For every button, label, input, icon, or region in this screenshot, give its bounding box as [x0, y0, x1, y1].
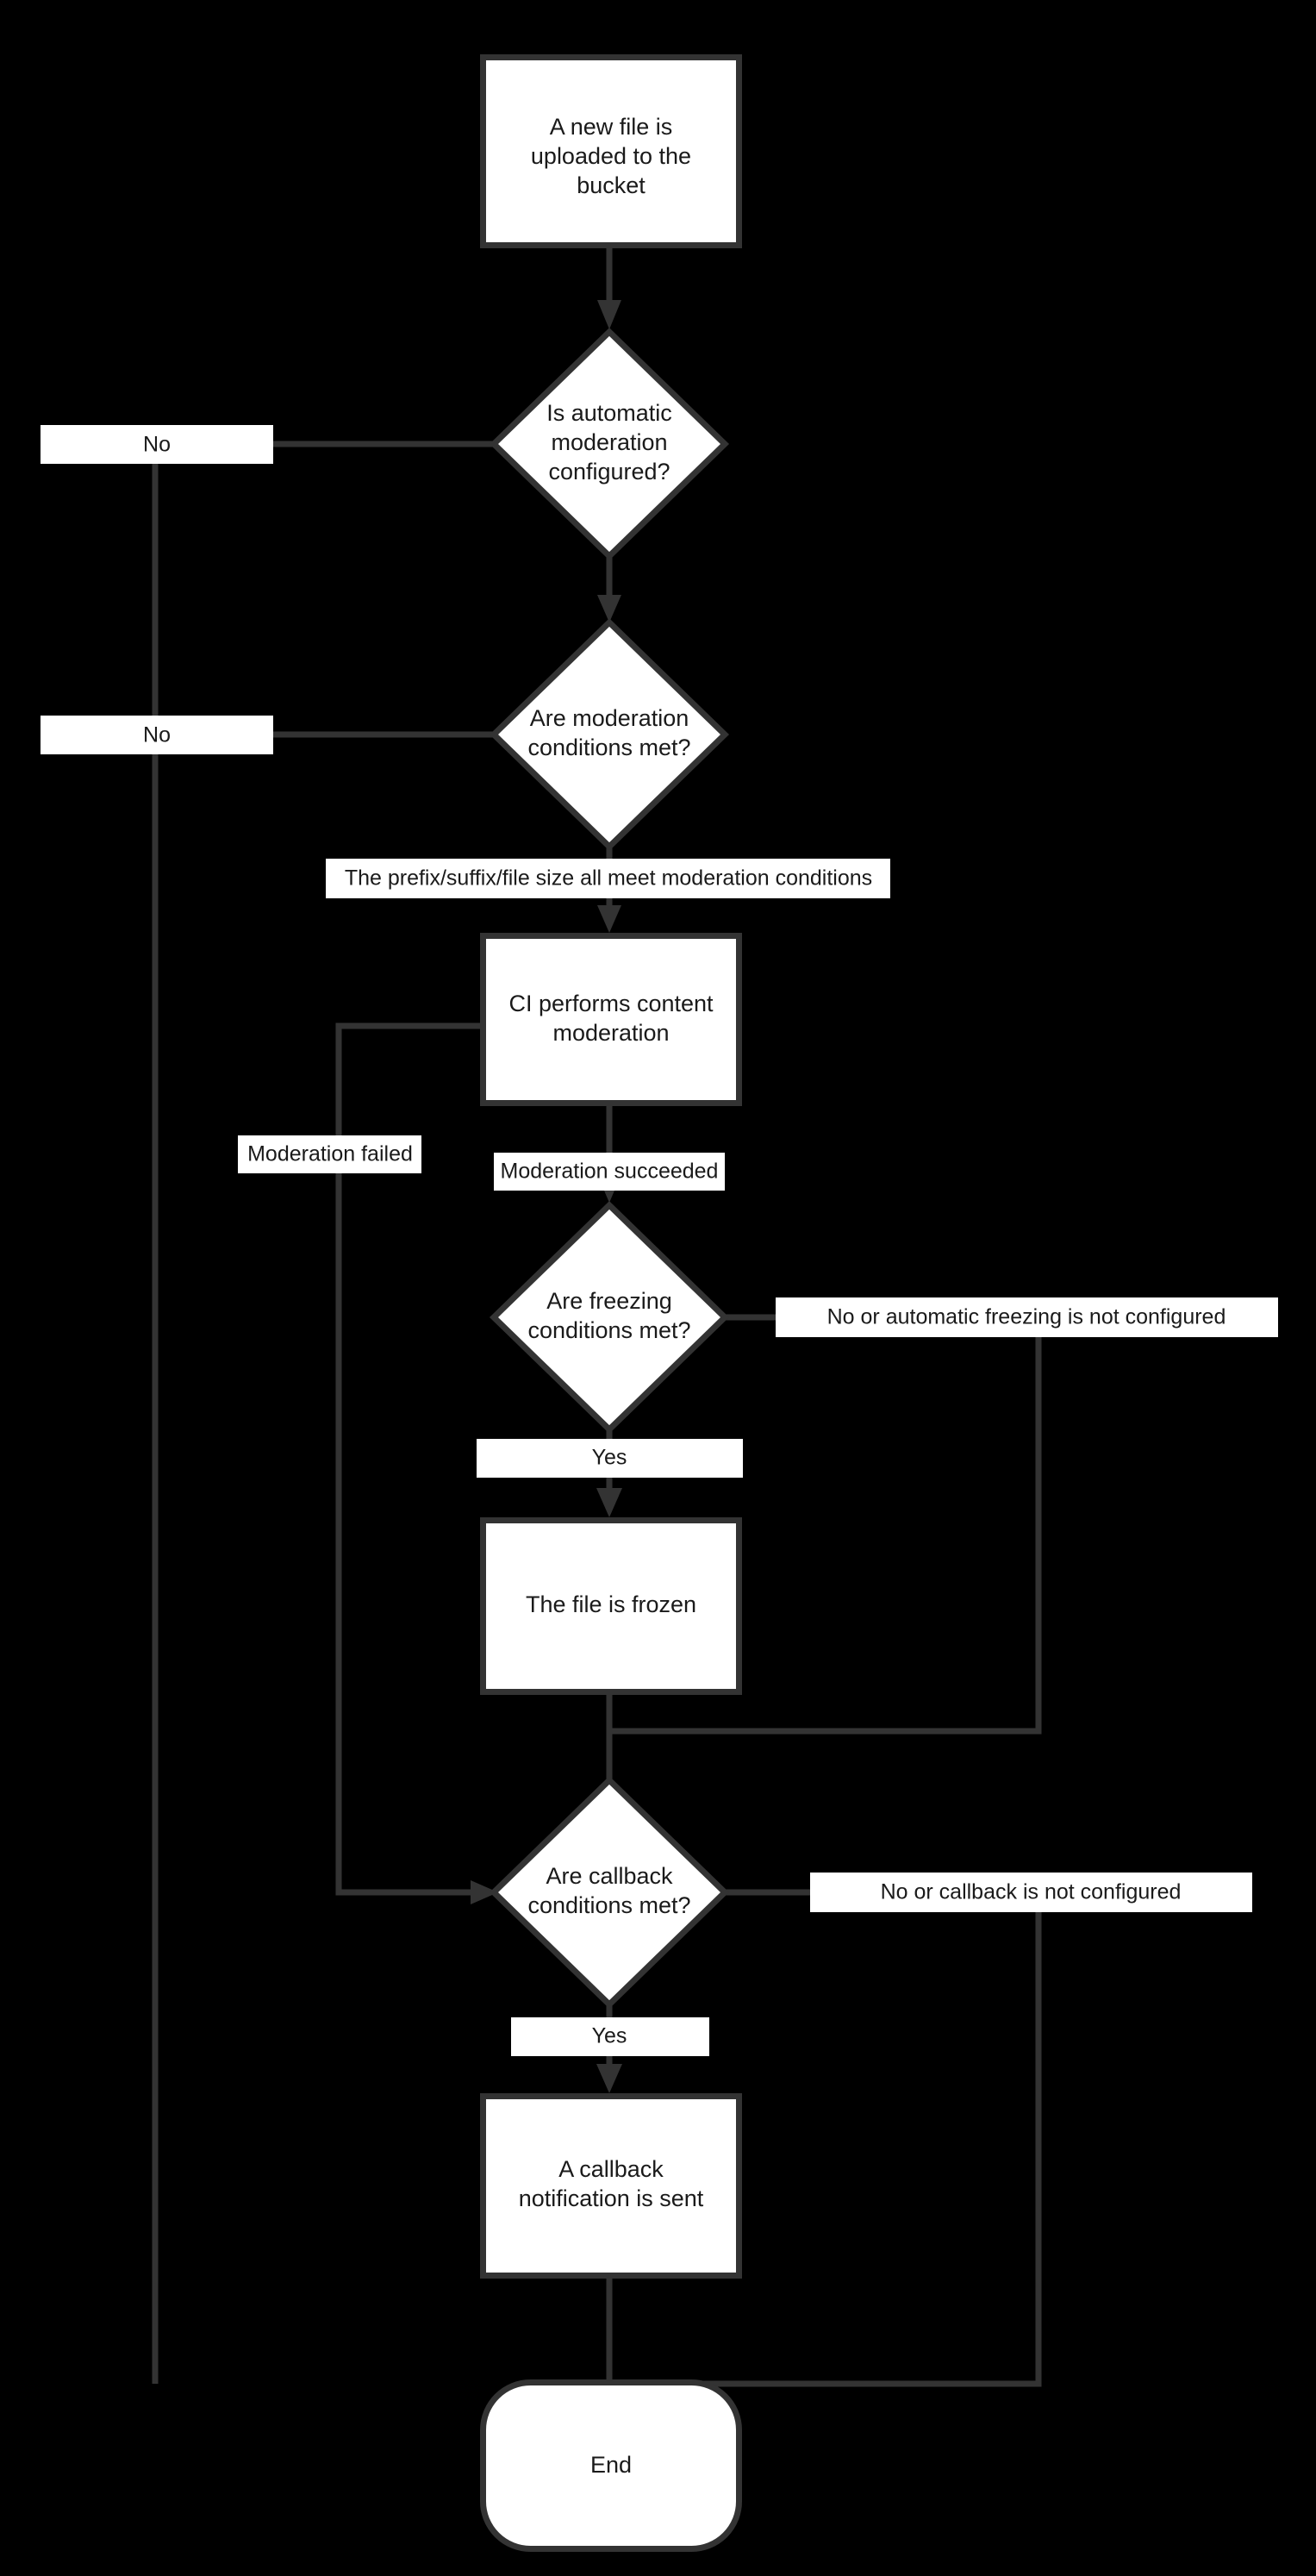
edge-arrow-cb-yes — [596, 2064, 622, 2093]
node-ci-moderation[interactable]: CI performs content moderation — [480, 933, 742, 1106]
edge-label-no-mod-cond-bg — [41, 716, 273, 754]
node-end[interactable]: End — [480, 2379, 742, 2552]
edge-label-no-callback: No or callback is not configured — [810, 1873, 1252, 1912]
node-auto-mod-line-2: moderation — [551, 429, 667, 455]
node-callback-cond-shape — [489, 1776, 730, 2009]
edge-label-moderation-failed-text: Moderation failed — [247, 1142, 413, 1166]
node-ci-line-2: moderation — [552, 1020, 669, 1046]
node-start[interactable]: A new file is uploaded to the bucket — [480, 54, 742, 248]
node-freeze-cond-decision[interactable]: Are freezing conditions met? — [489, 1201, 730, 1434]
node-start-line-1: A new file is — [550, 114, 673, 140]
edge-label-no-auto-mod-bg — [41, 425, 273, 464]
node-callback-line-2: notification is sent — [519, 2185, 704, 2211]
edge-label-no-mod-cond-text: No — [143, 723, 171, 747]
edge-label-no-auto-mod: No — [41, 425, 273, 464]
edge-label-yes-freeze-bg — [477, 1439, 743, 1478]
edge-label-no-mod-cond: No — [41, 716, 273, 754]
node-mod-cond-shape — [489, 618, 730, 851]
node-auto-mod-decision[interactable]: Is automatic moderation configured? — [489, 328, 730, 560]
edge-ci-moderation-failed — [335, 1022, 480, 1896]
node-start-shape — [480, 54, 742, 248]
edge-label-yes-callback-bg — [511, 2017, 709, 2056]
edge-label-moderation-failed: Moderation failed — [238, 1135, 421, 1173]
node-mod-cond-line-2: conditions met? — [527, 735, 690, 760]
node-auto-mod-shape — [489, 328, 730, 560]
node-frozen-shape — [480, 1517, 742, 1695]
edge-label-no-freeze-text: No or automatic freezing is not configur… — [827, 1305, 1226, 1329]
node-frozen-line-1: The file is frozen — [526, 1591, 696, 1617]
edge-arrow-mod-cond-to-ci — [597, 905, 621, 933]
edge-label-yes-callback: Yes — [511, 2017, 709, 2056]
node-callback-cond-line-1: Are callback — [546, 1863, 673, 1889]
edge-label-no-callback-bg — [810, 1873, 1252, 1912]
edge-label-moderation-succeeded-text: Moderation succeeded — [501, 1160, 719, 1184]
node-callback-line-1: A callback — [558, 2156, 664, 2182]
edge-label-yes-callback-text: Yes — [592, 2024, 627, 2048]
edge-arrow-moderation-failed — [471, 1880, 498, 1904]
node-callback-shape — [480, 2093, 742, 2279]
edge-label-yes-freeze-text: Yes — [592, 1446, 627, 1470]
edge-label-prefix-suffix: The prefix/suffix/file size all meet mod… — [326, 859, 890, 898]
edge-label-no-freeze: No or automatic freezing is not configur… — [776, 1297, 1278, 1337]
edge-label-prefix-suffix-bg — [326, 859, 890, 898]
edge-label-no-auto-mod-text: No — [143, 433, 171, 457]
edge-label-moderation-succeeded-bg — [494, 1153, 725, 1191]
node-file-frozen[interactable]: The file is frozen — [480, 1517, 742, 1695]
node-freeze-cond-shape — [489, 1201, 730, 1434]
node-auto-mod-line-1: Is automatic — [546, 400, 672, 426]
edge-label-moderation-succeeded: Moderation succeeded — [494, 1153, 725, 1191]
node-mod-cond-line-1: Are moderation — [530, 705, 689, 731]
node-auto-mod-line-3: configured? — [548, 459, 670, 485]
node-callback-cond-decision[interactable]: Are callback conditions met? — [489, 1776, 730, 2009]
nodes-layer: A new file is uploaded to the bucket Is … — [480, 54, 742, 2552]
edge-arrow-auto-mod-to-mod-cond — [597, 595, 621, 622]
node-ci-shape — [480, 933, 742, 1106]
node-freeze-cond-line-1: Are freezing — [546, 1288, 672, 1314]
node-freeze-cond-line-2: conditions met? — [527, 1317, 690, 1343]
node-ci-line-1: CI performs content — [508, 991, 714, 1016]
edge-label-no-freeze-bg — [776, 1297, 1278, 1337]
edge-label-moderation-failed-bg — [238, 1135, 421, 1173]
node-callback-sent[interactable]: A callback notification is sent — [480, 2093, 742, 2279]
edge-arrow-start-to-auto-mod — [597, 300, 621, 329]
edge-arrow-freeze-yes — [596, 1488, 622, 1517]
node-start-line-3: bucket — [577, 172, 646, 198]
node-callback-cond-line-2: conditions met? — [527, 1892, 690, 1918]
edge-label-yes-freeze: Yes — [477, 1439, 743, 1478]
edge-label-no-callback-text: No or callback is not configured — [881, 1880, 1182, 1904]
node-end-line-1: End — [590, 2452, 632, 2478]
edge-labels-layer: No No The prefix/suffix/file size all me… — [41, 425, 1278, 2056]
node-mod-cond-decision[interactable]: Are moderation conditions met? — [489, 618, 730, 851]
node-end-shape — [480, 2379, 742, 2552]
edge-label-prefix-suffix-text: The prefix/suffix/file size all meet mod… — [345, 866, 872, 891]
node-start-line-2: uploaded to the — [531, 143, 691, 169]
